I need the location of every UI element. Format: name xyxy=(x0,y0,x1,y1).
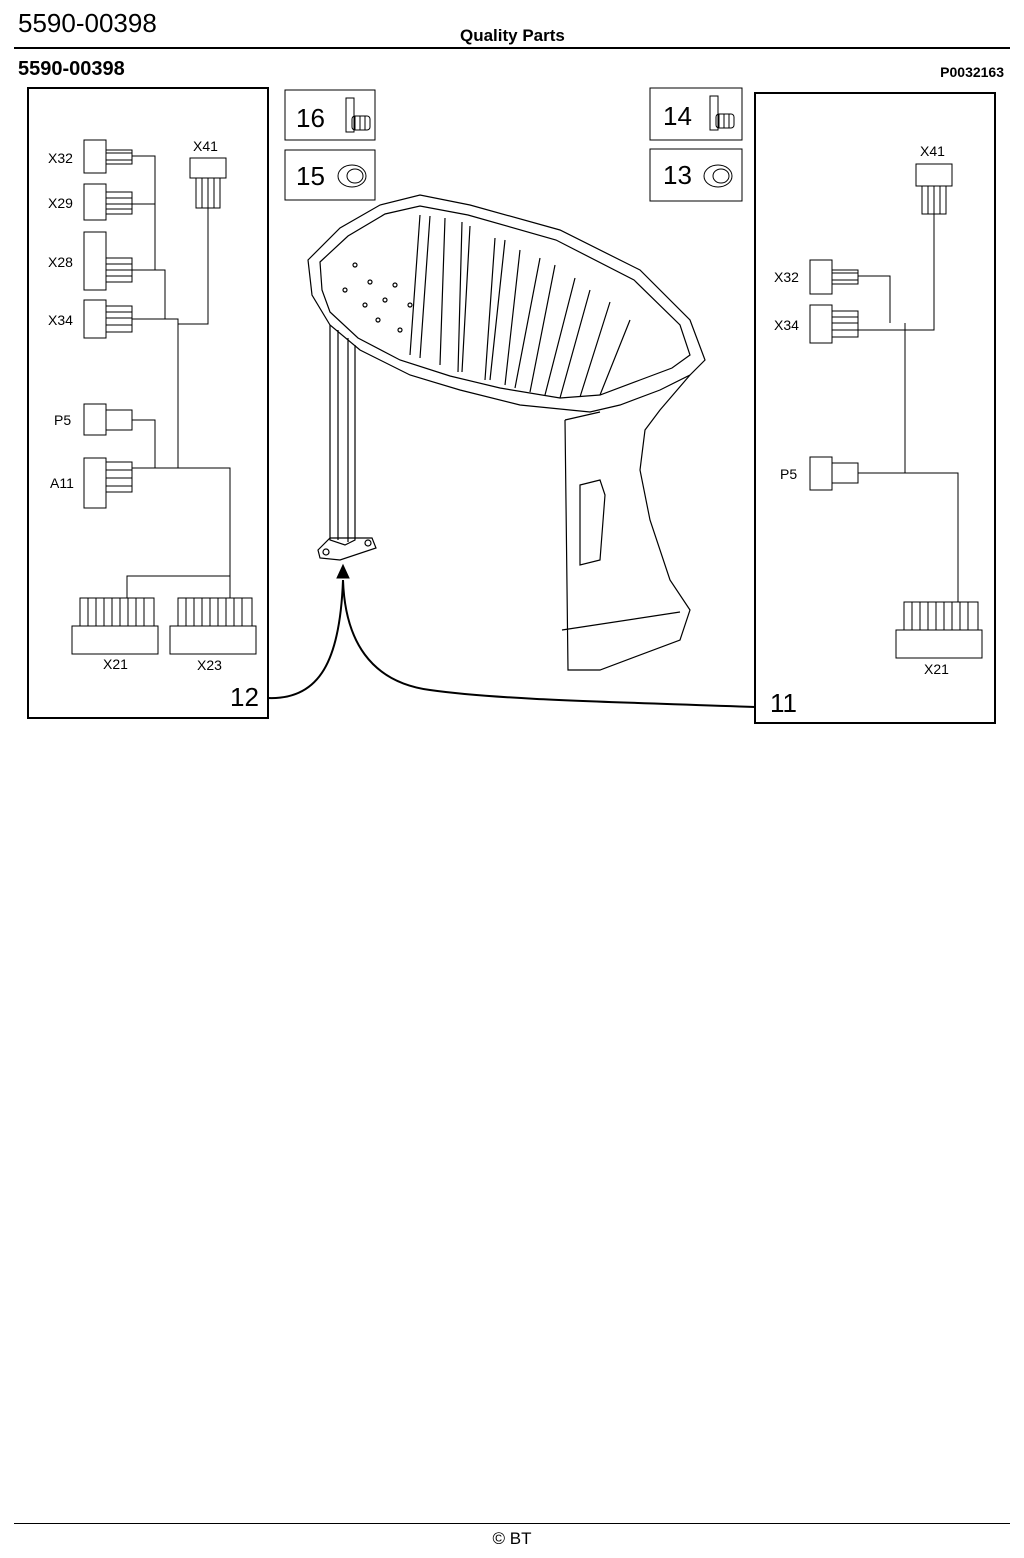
wiring-panel-11 xyxy=(754,92,996,724)
label-x23-left: X23 xyxy=(197,657,222,673)
label-x29-left: X29 xyxy=(48,195,73,211)
connector-a11-left xyxy=(83,457,133,509)
label-x32-right: X32 xyxy=(774,269,799,285)
connector-x32-right xyxy=(809,259,859,295)
label-p5-right: P5 xyxy=(780,466,797,482)
connector-x32-left xyxy=(83,139,133,174)
header-rule xyxy=(14,47,1010,49)
footer-rule xyxy=(14,1523,1010,1524)
label-x28-left: X28 xyxy=(48,254,73,270)
connector-x41-left xyxy=(189,157,227,209)
copyright-text: © BT xyxy=(492,1529,532,1548)
wiring-right xyxy=(858,214,959,602)
callout-16 xyxy=(284,89,376,141)
callout-number-14: 14 xyxy=(663,101,692,131)
connector-x21-left xyxy=(71,597,159,655)
label-x34-left: X34 xyxy=(48,312,73,328)
connector-x34-right xyxy=(809,304,859,344)
label-p5-left: P5 xyxy=(54,412,71,428)
connector-x41-right xyxy=(915,163,953,215)
label-x34-right: X34 xyxy=(774,317,799,333)
callout-14 xyxy=(649,87,743,141)
label-a11-left: A11 xyxy=(50,475,74,491)
connector-x21-right xyxy=(895,601,983,659)
callout-number-13: 13 xyxy=(663,160,692,190)
leader-arrowhead xyxy=(336,563,350,579)
callout-15 xyxy=(284,149,376,201)
section-code: 5590-00398 xyxy=(18,58,125,80)
panel-number-11: 11 xyxy=(770,688,797,718)
connector-x29-left xyxy=(83,183,133,221)
page-title: Quality Parts xyxy=(460,26,565,45)
callout-number-15: 15 xyxy=(296,161,325,191)
drawing-number: P0032163 xyxy=(940,64,1004,80)
connector-x28-left xyxy=(83,231,133,291)
connector-x34-left xyxy=(83,299,133,339)
callout-number-16: 16 xyxy=(296,103,325,133)
panel-number-12: 12 xyxy=(230,682,259,712)
leader-lines xyxy=(267,579,756,708)
console-housing-drawing xyxy=(307,194,706,671)
label-x21-right: X21 xyxy=(924,661,949,677)
label-x32-left: X32 xyxy=(48,150,73,166)
callout-13 xyxy=(649,148,743,202)
label-x41-right: X41 xyxy=(920,143,945,159)
label-x21-left: X21 xyxy=(103,656,128,672)
wiring-left xyxy=(126,155,231,598)
connector-p5-left xyxy=(83,403,133,436)
document-code: 5590-00398 xyxy=(18,8,157,38)
label-x41-left: X41 xyxy=(193,138,218,154)
connector-p5-right xyxy=(809,456,859,491)
wiring-panel-12 xyxy=(27,87,269,719)
connector-x23-left xyxy=(169,597,257,655)
